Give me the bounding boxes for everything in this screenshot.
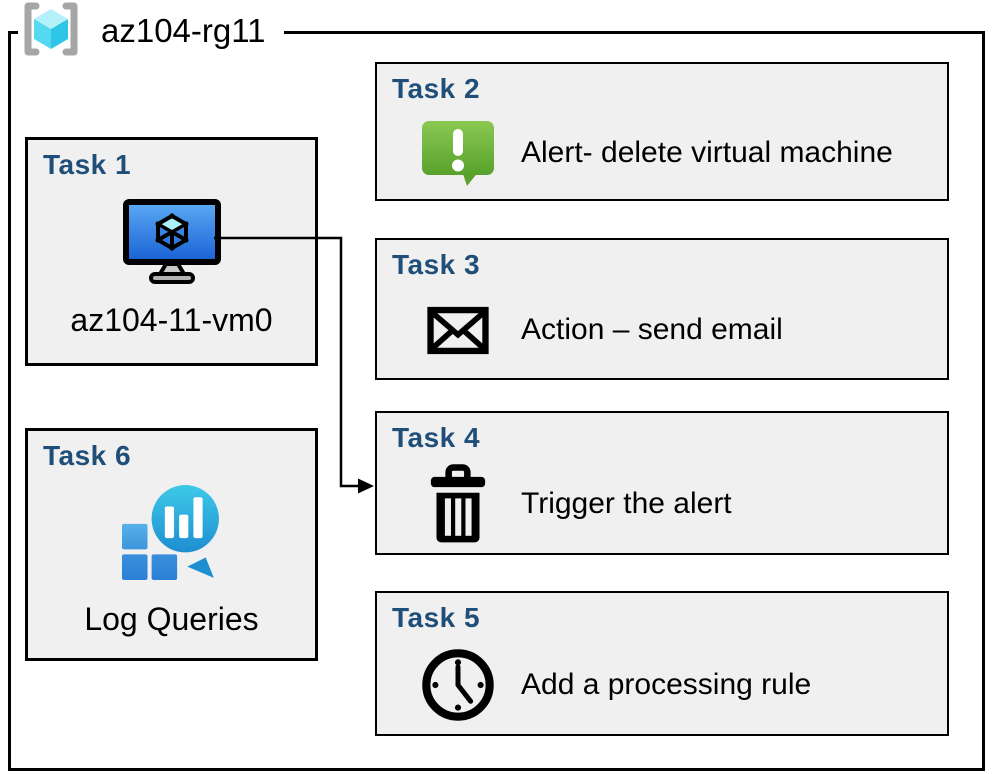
- task-box-4: Task 4 Trigger the alert: [375, 411, 949, 555]
- task-1-title: Task 1: [43, 149, 132, 180]
- resource-group-name: az104-rg11: [101, 12, 266, 49]
- email-icon: [411, 306, 505, 355]
- task-box-3: Task 3 Action – send email: [375, 238, 949, 380]
- task-2-title: Task 2: [392, 73, 481, 104]
- task-5-label: Add a processing rule: [521, 667, 812, 701]
- task-6-title: Task 6: [43, 440, 132, 471]
- alert-icon: [411, 119, 505, 187]
- task-5-title: Task 5: [392, 602, 481, 633]
- task-box-2: Task 2 Alert- delete virtual machine: [375, 62, 949, 201]
- task-1-label: az104-11-vm0: [70, 302, 273, 338]
- resource-group-icon: [18, 1, 84, 62]
- clock-icon: [411, 647, 505, 723]
- task-2-label: Alert- delete virtual machine: [521, 135, 893, 169]
- task-4-label: Trigger the alert: [521, 487, 732, 520]
- resource-group-header: az104-rg11: [18, 1, 284, 62]
- log-analytics-icon: [28, 485, 315, 581]
- trash-icon: [411, 464, 505, 544]
- task-3-title: Task 3: [392, 249, 481, 280]
- task-6-label: Log Queries: [84, 601, 259, 637]
- task-box-6: Task 6 Log Queries: [25, 428, 318, 661]
- task-3-label: Action – send email: [521, 313, 783, 346]
- task-4-title: Task 4: [392, 422, 481, 453]
- task-box-1: Task 1 az104-11-vm0: [25, 137, 318, 366]
- virtual-machine-icon: [28, 198, 315, 284]
- task-box-5: Task 5 Add a processing rule: [375, 591, 949, 736]
